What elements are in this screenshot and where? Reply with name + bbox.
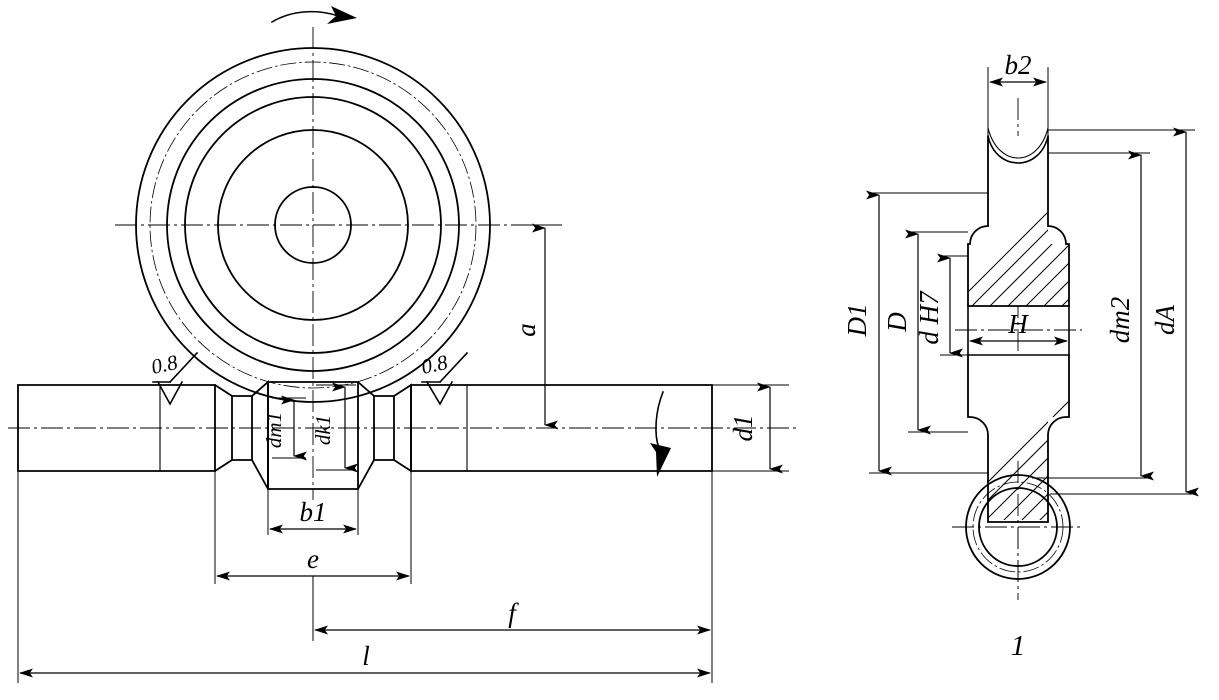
dimension-e-label: e: [307, 544, 319, 574]
right-view-group: b2 H D1 D d H7: [842, 50, 1199, 662]
dimension-dm1-label: dm1: [262, 412, 286, 448]
sheave-rotation-arrow-icon: [270, 6, 357, 24]
dimension-d-H7: d H7: [914, 253, 968, 358]
surface-finish-value-right: 0.8: [419, 350, 450, 379]
surface-finish-symbol-left: 0.8: [149, 350, 199, 406]
dimension-d1: d1: [712, 382, 789, 474]
position-number-label: 1: [1011, 630, 1026, 662]
dimension-b2: b2: [987, 50, 1049, 140]
dimension-dm2: dm2: [1032, 150, 1154, 481]
dimension-d1-label: d1: [728, 415, 758, 442]
surface-finish-symbol-right: 0.8: [419, 350, 469, 406]
dimension-H-label: H: [1007, 309, 1029, 339]
dimension-b2-label: b2: [1005, 50, 1032, 80]
dimension-D-label: D: [882, 312, 912, 333]
dimension-D1: D1: [842, 190, 988, 476]
dimension-dk1: dk1: [311, 382, 358, 473]
dimension-e: e: [214, 471, 412, 584]
shaft-rotation-arrow-icon: [650, 390, 671, 477]
dimension-dm1: dm1: [262, 395, 307, 461]
dimension-l-label: l: [362, 641, 370, 671]
dimension-f: f: [312, 471, 713, 641]
dimension-dk1-label: dk1: [311, 415, 335, 445]
surface-finish-value-left: 0.8: [149, 350, 180, 379]
dimension-a: a: [511, 223, 562, 430]
dimension-a-label: a: [511, 323, 541, 337]
hub-end-view-circles: [952, 461, 1084, 593]
dimension-dA-label: dA: [1150, 305, 1180, 336]
dimension-D: D: [882, 229, 968, 435]
dimension-dm2-label: dm2: [1105, 297, 1135, 344]
dimension-f-label: f: [508, 598, 519, 628]
left-view-group: 0.8 0.8 a d1 dm1: [8, 6, 800, 683]
dimension-dA: dA: [1048, 127, 1199, 497]
dimension-l: l: [17, 471, 713, 683]
dimension-H: H: [967, 309, 1070, 352]
dimension-b1-label: b1: [300, 497, 327, 527]
shaft-profile: [17, 380, 713, 490]
dimension-b1: b1: [267, 489, 359, 535]
dimension-D1-label: D1: [842, 304, 872, 338]
dimension-d-H7-label: d H7: [914, 290, 944, 345]
sheave-centerlines: [115, 27, 545, 500]
